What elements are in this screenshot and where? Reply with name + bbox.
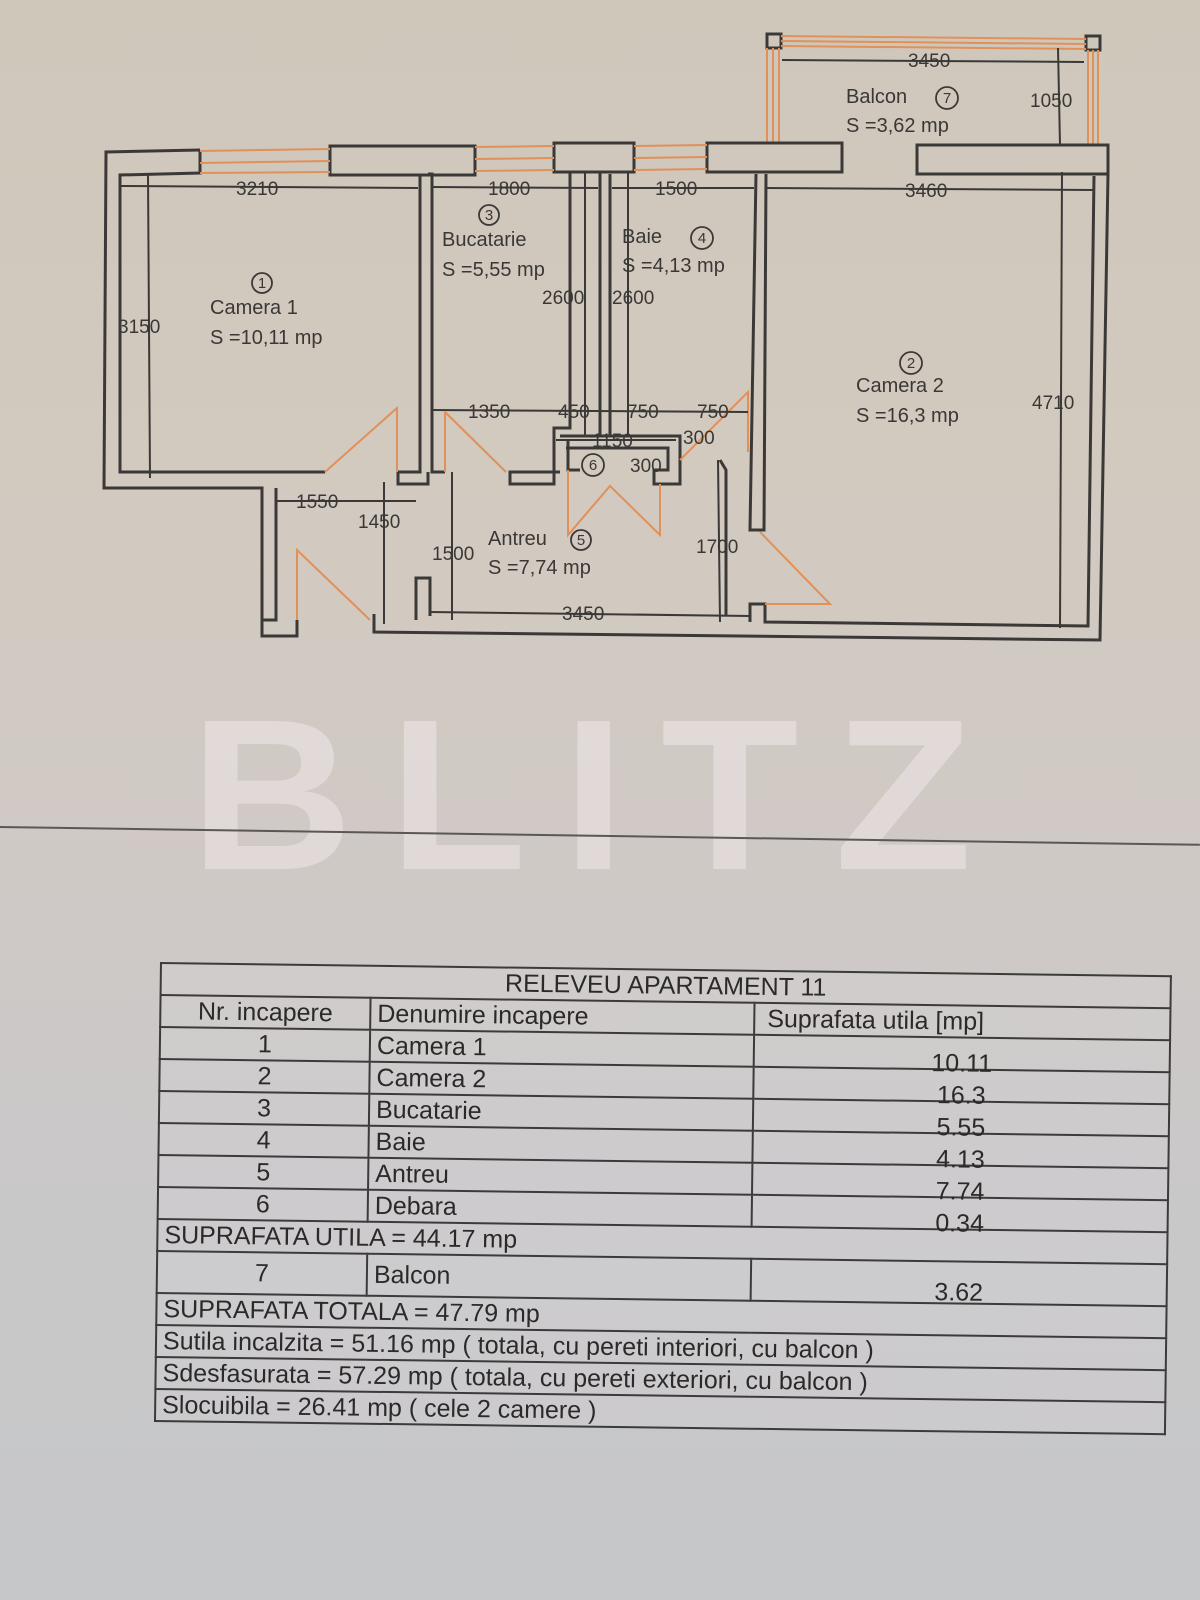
dim-balcon-width: 3450 <box>908 51 950 72</box>
balcony-railing <box>765 32 1102 145</box>
header-name: Denumire incapere <box>370 997 755 1035</box>
dim-camera2-height: 4710 <box>1032 393 1074 414</box>
row-nr: 6 <box>157 1186 369 1222</box>
room-number-circle-icon <box>478 204 500 226</box>
dim-antreu-1700: 1700 <box>696 537 738 558</box>
dim-hall-750a: 750 <box>627 402 659 423</box>
dim-camera1-height: 3150 <box>118 317 160 338</box>
floor-plan: 3210 3150 1800 2600 1500 2600 3460 4710 … <box>102 32 1110 642</box>
dim-debara-300a: 300 <box>683 428 715 449</box>
row-nr: 2 <box>159 1059 370 1094</box>
dim-camera1-width: 3210 <box>236 179 278 200</box>
room-4-number: 4 <box>698 230 706 247</box>
dim-hall-1350: 1350 <box>468 402 510 423</box>
room-4-area: S =4,13 mp <box>622 255 725 277</box>
dim-bucatarie-width: 1800 <box>488 179 530 200</box>
room-1-number: 1 <box>258 275 266 292</box>
dim-hall-450: 450 <box>558 402 590 423</box>
room-3-area: S =5,55 mp <box>442 259 545 281</box>
room-2-number: 2 <box>907 355 915 372</box>
room-6-number: 6 <box>589 457 597 474</box>
room-labels: 1 Camera 1 S =10,11 mp 3 Bucatarie S =5,… <box>210 86 959 579</box>
room-number-circle-icon <box>935 86 959 110</box>
releveu-table-container: RELEVEU APARTAMENT 11 Nr. incapere Denum… <box>153 962 1172 1436</box>
dim-antreu-3450: 3450 <box>562 604 604 625</box>
room-7-number: 7 <box>943 90 951 107</box>
room-7-name: Balcon <box>846 86 907 108</box>
row-nr: 7 <box>156 1250 368 1296</box>
room-1-area: S =10,11 mp <box>210 327 322 349</box>
dim-bucatarie-height: 2600 <box>542 288 584 309</box>
row-name: Baie <box>368 1125 753 1163</box>
room-5-number: 5 <box>577 532 585 549</box>
row-name: Camera 1 <box>369 1029 755 1067</box>
dim-debara-300b: 300 <box>630 456 662 477</box>
dim-debara-1150: 1150 <box>592 431 633 452</box>
exterior-walls <box>102 141 1110 642</box>
dim-baie-height: 2600 <box>612 288 654 309</box>
row-area: 3.62 <box>750 1258 1168 1307</box>
room-3-name: Bucatarie <box>442 229 527 251</box>
doors <box>296 389 833 621</box>
row-name: Camera 2 <box>369 1061 754 1099</box>
row-nr: 4 <box>158 1122 369 1158</box>
row-name: Balcon <box>366 1253 752 1301</box>
dim-antreu-1500: 1500 <box>432 544 474 565</box>
room-number-circle-icon <box>570 529 592 551</box>
room-number-circle-icon <box>690 226 714 250</box>
row-area: 10.11 <box>753 1034 1171 1078</box>
room-3-number: 3 <box>485 207 493 224</box>
row-name: Bucatarie <box>368 1093 754 1131</box>
dim-baie-width: 1500 <box>655 179 697 200</box>
windows <box>199 144 708 174</box>
room-number-circle-icon <box>899 351 923 375</box>
watermark-logo: BLITZ <box>190 674 1008 915</box>
room-1-name: Camera 1 <box>210 297 298 319</box>
dim-balcon-depth: 1050 <box>1030 91 1072 112</box>
dim-antreu-1550: 1550 <box>296 492 338 513</box>
dimension-labels: 3210 3150 1800 2600 1500 2600 3460 4710 … <box>118 51 1074 625</box>
releveu-table: RELEVEU APARTAMENT 11 Nr. incapere Denum… <box>153 962 1172 1436</box>
header-nr: Nr. incapere <box>160 995 371 1030</box>
dimension-lines <box>119 47 1095 629</box>
room-2-name: Camera 2 <box>856 375 944 397</box>
room-7-area: S =3,62 mp <box>846 115 949 137</box>
row-name: Debara <box>367 1189 753 1227</box>
room-2-area: S =16,3 mp <box>856 405 959 427</box>
room-number-circle-icon <box>251 272 273 294</box>
row-name: Antreu <box>368 1157 753 1195</box>
header-area: Suprafata utila [mp] <box>754 1002 1171 1041</box>
row-nr: 3 <box>158 1091 370 1126</box>
room-number-circle-icon <box>581 453 605 477</box>
room-4-name: Baie <box>622 226 662 248</box>
dim-antreu-1450: 1450 <box>358 512 400 533</box>
dim-camera2-width: 3460 <box>905 181 947 202</box>
dim-hall-750b: 750 <box>697 402 729 423</box>
row-nr: 1 <box>159 1027 371 1062</box>
interior-walls <box>262 172 768 622</box>
room-5-name: Antreu <box>488 528 547 550</box>
room-5-area: S =7,74 mp <box>488 557 591 579</box>
row-nr: 5 <box>158 1154 369 1190</box>
